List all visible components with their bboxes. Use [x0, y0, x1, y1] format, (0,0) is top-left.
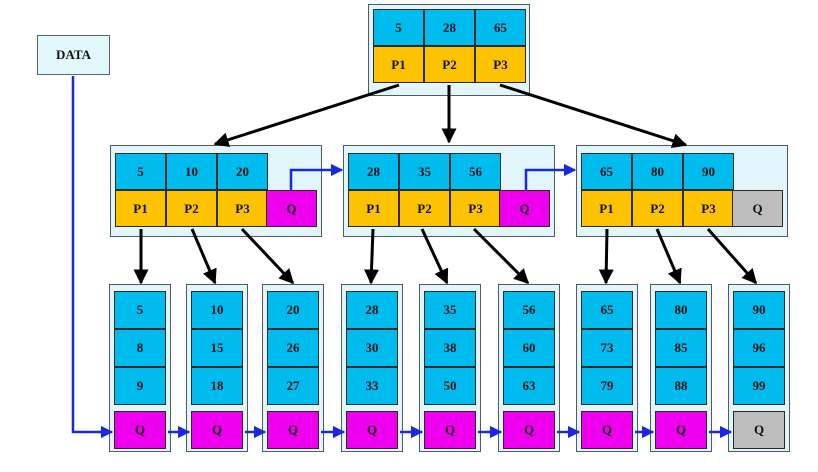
root-key-2: 28 [424, 9, 475, 46]
leaf-8-key-2: 85 [655, 329, 707, 367]
leaf-8-key-1: 80 [655, 291, 707, 329]
internal-1-key-3: 20 [217, 153, 268, 190]
internal-3-key-2: 80 [632, 153, 683, 190]
internal-3-q-pointer: Q [732, 190, 783, 227]
leaf-7-q-pointer: Q [581, 411, 633, 449]
leaf-1-key-1: 5 [114, 291, 166, 329]
root-key-1: 5 [373, 9, 424, 46]
internal-2-key-1: 28 [348, 153, 399, 190]
leaf-9-key-2: 96 [733, 329, 785, 367]
leaf-2-key-3: 18 [191, 367, 243, 405]
leaf-2-key-1: 10 [191, 291, 243, 329]
leaf-9-q-pointer: Q [733, 411, 785, 449]
leaf-4-key-2: 30 [346, 329, 398, 367]
internal-2-pointer-3: P3 [450, 190, 501, 227]
internal-2-q-pointer: Q [499, 190, 550, 227]
leaf-7-key-3: 79 [581, 367, 633, 405]
leaf-9-key-1: 90 [733, 291, 785, 329]
internal-1-pointer-3: P3 [217, 190, 268, 227]
leaf-2-q-pointer: Q [191, 411, 243, 449]
data-start-box: DATA [37, 35, 110, 75]
leaf-7-key-1: 65 [581, 291, 633, 329]
leaf-3-key-1: 20 [267, 291, 319, 329]
internal-2-key-2: 35 [399, 153, 450, 190]
leaf-8-key-3: 88 [655, 367, 707, 405]
link-data-start [71, 76, 114, 439]
leaf-4-q-pointer: Q [346, 411, 398, 449]
internal-3-pointer-2: P2 [632, 190, 683, 227]
leaf-1-key-3: 9 [114, 367, 166, 405]
leaf-5-q-pointer: Q [424, 411, 476, 449]
leaf-5-key-3: 50 [424, 367, 476, 405]
internal-1-q-pointer: Q [266, 190, 317, 227]
edge-internal-2-p3 [472, 227, 530, 285]
edge-internal-1-p3 [240, 227, 295, 285]
internal-1-pointer-2: P2 [166, 190, 217, 227]
internal-3-key-3: 90 [683, 153, 734, 190]
internal-2-pointer-2: P2 [399, 190, 450, 227]
internal-1-pointer-1: P1 [115, 190, 166, 227]
edge-internal-2-p2 [420, 228, 449, 285]
internal-2-pointer-1: P1 [348, 190, 399, 227]
edge-internal-3-p3 [706, 228, 758, 285]
leaf-3-q-pointer: Q [267, 411, 319, 449]
leaf-6-key-1: 56 [503, 291, 555, 329]
leaf-1-q-pointer: Q [114, 411, 166, 449]
internal-3-pointer-3: P3 [683, 190, 734, 227]
leaf-8-q-pointer: Q [655, 411, 707, 449]
leaf-4-key-1: 28 [346, 291, 398, 329]
leaf-7-key-2: 73 [581, 329, 633, 367]
leaf-4-key-3: 33 [346, 367, 398, 405]
edge-internal-3-p1 [598, 228, 614, 285]
leaf-5-key-1: 35 [424, 291, 476, 329]
edge-internal-3-p2 [655, 228, 682, 285]
internal-2-key-3: 56 [450, 153, 501, 190]
leaf-6-q-pointer: Q [503, 411, 555, 449]
root-key-3: 65 [475, 9, 526, 46]
edge-internal-1-p2 [190, 228, 217, 285]
internal-1-key-2: 10 [166, 153, 217, 190]
edge-internal-2-p1 [364, 228, 379, 285]
internal-3-key-1: 65 [581, 153, 632, 190]
leaf-3-key-2: 26 [267, 329, 319, 367]
leaf-1-key-2: 8 [114, 329, 166, 367]
internal-3-pointer-1: P1 [581, 190, 632, 227]
leaf-9-key-3: 99 [733, 367, 785, 405]
root-pointer-2: P2 [424, 46, 475, 83]
leaf-6-key-2: 60 [503, 329, 555, 367]
leaf-3-key-3: 27 [267, 367, 319, 405]
root-pointer-3: P3 [475, 46, 526, 83]
root-pointer-1: P1 [373, 46, 424, 83]
leaf-6-key-3: 63 [503, 367, 555, 405]
internal-1-key-1: 5 [115, 153, 166, 190]
leaf-2-key-2: 15 [191, 329, 243, 367]
leaf-5-key-2: 38 [424, 329, 476, 367]
